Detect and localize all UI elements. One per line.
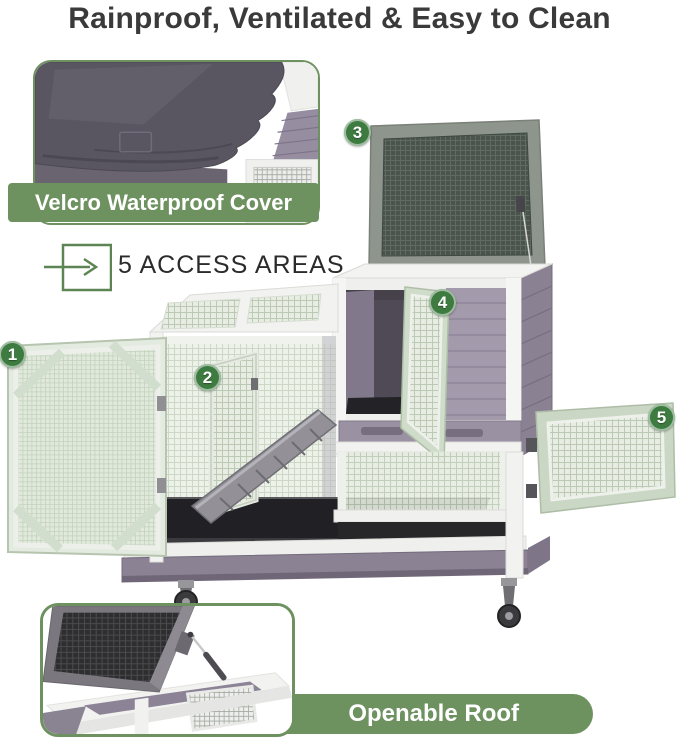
access-badge-5: 5 [648,404,675,431]
velcro-cover-label-text: Velcro Waterproof Cover [34,189,293,215]
access-badge-1: 1 [0,341,26,368]
lower-front-and-base [121,331,550,583]
openable-roof-label-text: Openable Roof [348,700,519,727]
roof-strut-illustration [43,606,292,734]
access-badge-4: 4 [429,289,456,316]
ramp [190,409,338,524]
arrow-into-square-icon [44,243,112,292]
mesh-door-5 [526,402,676,514]
velcro-cover-label: Velcro Waterproof Cover [8,183,319,222]
openable-roof-photo [40,603,295,737]
page-title: Rainproof, Ventilated & Easy to Clean [68,2,611,35]
access-badge-3: 3 [344,119,371,146]
access-areas-label: 5 ACCESS AREAS [118,251,345,279]
access-badge-2: 2 [194,364,221,391]
open-roof-panel [368,119,546,269]
run-top-frame [148,283,339,333]
mesh-door-1 [7,336,167,558]
